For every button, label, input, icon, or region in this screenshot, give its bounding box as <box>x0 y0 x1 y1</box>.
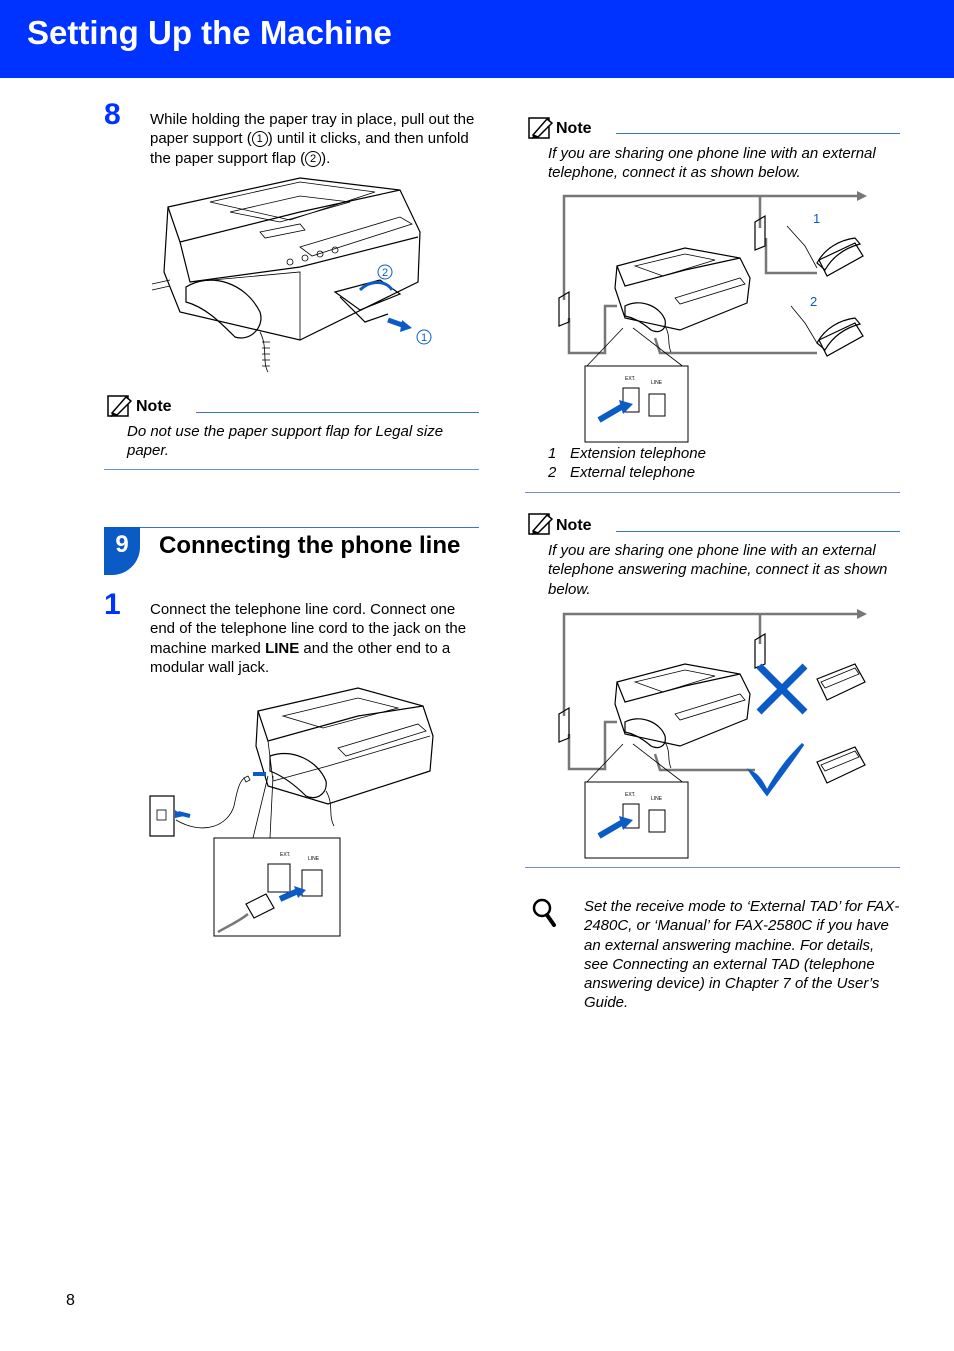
step-8-text-a: While holding the paper tray in place, p… <box>150 111 475 148</box>
step-1-text-b: and the other end to a modular wall jack… <box>150 639 451 676</box>
page-title: Setting Up the Machine <box>27 14 392 51</box>
note-2-top-rule <box>616 133 900 134</box>
inset-ext-label: EXT. <box>625 376 636 382</box>
pencil-note-icon <box>528 513 554 535</box>
pencil-note-icon <box>528 117 554 139</box>
step-8-text-b: ) until it clicks, and then unfold the p… <box>150 130 469 167</box>
magnifier-tip-icon <box>532 898 556 927</box>
pencil-note-icon <box>107 395 133 417</box>
paper-support-illustration: 2 1 <box>151 177 432 373</box>
inset-line-label: LINE <box>651 380 663 386</box>
circled-1: 1 <box>251 131 268 148</box>
check-icon <box>746 742 805 797</box>
step-1-text: Connect the telephone line cord. Connect… <box>150 600 480 677</box>
note-2-label: Note <box>556 120 592 137</box>
inset-ext-label: EXT. <box>625 792 636 798</box>
step-8-text-c: ). <box>321 149 331 167</box>
line-cord-illustration: EXT. LINE <box>149 687 434 937</box>
step-1-text-a: Connect the telephone line cord. Connect… <box>150 601 467 657</box>
note-3-top-rule <box>616 531 900 532</box>
extension-telephone-diagram: EXT. LINE 1 2 <box>558 191 867 443</box>
note-1-bottom-rule <box>104 469 479 470</box>
note-2-text: If you are sharing one phone line with a… <box>548 145 876 182</box>
note-1-label: Note <box>136 398 172 415</box>
section-9-title: Connecting the phone line <box>159 532 461 559</box>
section-9-rule <box>104 527 479 528</box>
callout-external: 2 <box>810 294 817 309</box>
page-number: 8 <box>66 1292 75 1309</box>
list-item-1-label: Extension telephone <box>570 445 706 462</box>
answering-machine-diagram: EXT. LINE <box>558 609 867 859</box>
list-item-2-label: External telephone <box>570 464 696 481</box>
tip-text: Set the receive mode to ‘External TAD’ f… <box>584 898 900 1012</box>
cross-icon <box>756 663 808 715</box>
note-2-bottom-rule <box>525 492 900 493</box>
note-3-text: If you are sharing one phone line with a… <box>548 542 888 598</box>
step-1-number: 1 <box>104 588 121 621</box>
note-1-top-rule <box>196 412 479 413</box>
list-item-1-num: 1 <box>548 445 557 462</box>
circled-2: 2 <box>305 150 322 167</box>
note-3-bottom-rule <box>525 867 900 868</box>
page-header <box>0 0 954 78</box>
callout-1: 1 <box>421 332 427 344</box>
list-item-2-num: 2 <box>548 464 557 481</box>
section-9-number: 9 <box>104 527 140 575</box>
inset-line-label: LINE <box>308 856 320 862</box>
step-1-line-bold: LINE <box>265 639 300 657</box>
callout-extension: 1 <box>813 211 820 226</box>
step-8-text: While holding the paper tray in place, p… <box>150 110 480 168</box>
inset-ext-label: EXT. <box>280 852 291 858</box>
note-1-text: Do not use the paper support flap for Le… <box>127 423 444 460</box>
note-3-label: Note <box>556 517 592 534</box>
step-8-number: 8 <box>104 98 121 131</box>
callout-2: 2 <box>382 267 388 279</box>
inset-line-label: LINE <box>651 796 663 802</box>
